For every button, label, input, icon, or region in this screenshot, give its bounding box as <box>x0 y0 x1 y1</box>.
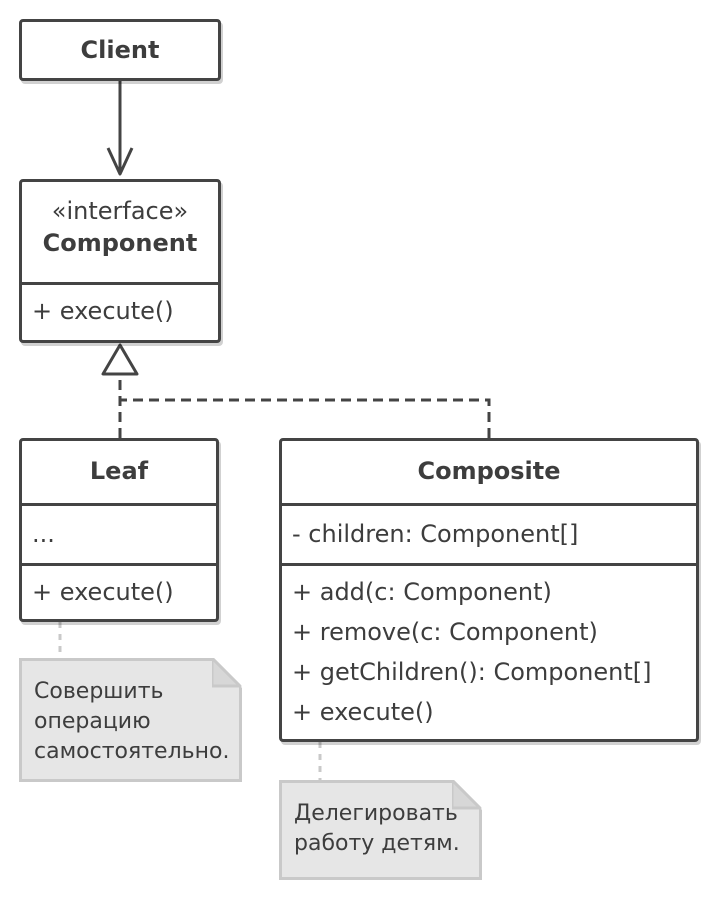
composite-method: + remove(c: Component) <box>292 618 598 646</box>
composite-header: Composite <box>282 441 696 503</box>
association-arrowhead <box>106 147 134 176</box>
component-method: + execute() <box>32 297 174 325</box>
realization-line-composite <box>120 398 491 438</box>
composite-field: - children: Component[] <box>292 520 579 548</box>
composite-method: + add(c: Component) <box>292 578 552 606</box>
client-class: Client <box>19 19 221 81</box>
composite-name: Composite <box>417 457 561 485</box>
leaf-fields: ... <box>22 503 216 563</box>
leaf-note-line: Совершить <box>34 679 164 704</box>
leaf-note-fold <box>212 658 242 688</box>
composite-method: + execute() <box>292 698 434 726</box>
component-interface: «interface» Component + execute() <box>19 179 221 343</box>
composite-note-fold <box>452 780 482 810</box>
leaf-name: Leaf <box>89 457 149 485</box>
component-methods: + execute() <box>22 282 218 331</box>
leaf-methods: + execute() <box>22 563 216 612</box>
leaf-note-line: операцию <box>34 709 151 734</box>
leaf-field: ... <box>32 520 55 548</box>
composite-fields: - children: Component[] <box>282 503 696 563</box>
composite-note-line: работу детям. <box>294 831 460 856</box>
composite-class: Composite - children: Component[] + add(… <box>279 438 699 742</box>
leaf-method: + execute() <box>32 578 174 606</box>
leaf-class: Leaf ... + execute() <box>19 438 219 622</box>
composite-methods: + add(c: Component) + remove(c: Componen… <box>282 563 696 732</box>
component-name: Component <box>42 229 198 257</box>
component-header: «interface» Component <box>22 182 218 282</box>
leaf-header: Leaf <box>22 441 216 503</box>
client-class-name: Client <box>80 36 160 64</box>
composite-method: + getChildren(): Component[] <box>292 658 652 686</box>
realization-triangle <box>101 343 139 376</box>
component-stereotype: «interface» <box>51 197 189 225</box>
leaf-note: Совершить операцию самостоятельно. <box>19 658 242 782</box>
leaf-note-line: самостоятельно. <box>34 739 230 764</box>
composite-note-line: Делегировать <box>294 801 458 826</box>
composite-note: Делегировать работу детям. <box>279 780 482 880</box>
